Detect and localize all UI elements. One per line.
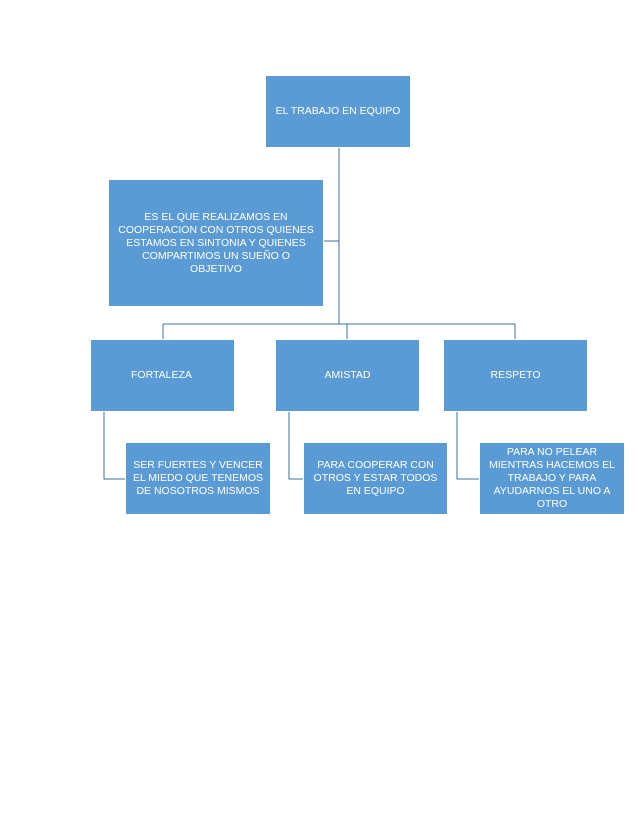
branch-node-fortaleza: FORTALEZA bbox=[90, 339, 235, 412]
assistant-node-label: ES EL QUE REALIZAMOS EN COOPERACION CON … bbox=[118, 210, 314, 275]
connector-detail-amistad bbox=[288, 411, 304, 480]
branch-node-amistad-label: AMISTAD bbox=[324, 369, 371, 381]
branch-node-amistad: AMISTAD bbox=[275, 339, 420, 412]
connector-detail-respeto bbox=[456, 411, 480, 480]
detail-node-respeto: PARA NO PELEAR MIENTRAS HACEMOS EL TRABA… bbox=[479, 442, 625, 515]
detail-node-amistad: PARA COOPERAR CON OTROS Y ESTAR TODOS EN… bbox=[303, 442, 448, 515]
connector-detail-fortaleza bbox=[103, 411, 126, 480]
branch-node-respeto-label: RESPETO bbox=[490, 369, 541, 381]
detail-node-fortaleza: SER FUERTES Y VENCER EL MIEDO QUE TENEMO… bbox=[125, 442, 271, 515]
detail-node-fortaleza-label: SER FUERTES Y VENCER EL MIEDO QUE TENEMO… bbox=[132, 459, 264, 497]
detail-node-amistad-label: PARA COOPERAR CON OTROS Y ESTAR TODOS EN… bbox=[313, 459, 438, 497]
branch-node-respeto: RESPETO bbox=[443, 339, 588, 412]
assistant-node: ES EL QUE REALIZAMOS EN COOPERACION CON … bbox=[108, 179, 324, 307]
branch-node-fortaleza-label: FORTALEZA bbox=[131, 369, 192, 381]
root-node-label: EL TRABAJO EN EQUIPO bbox=[275, 105, 401, 117]
root-node: EL TRABAJO EN EQUIPO bbox=[265, 75, 411, 148]
detail-node-respeto-label: PARA NO PELEAR MIENTRAS HACEMOS EL TRABA… bbox=[488, 446, 616, 510]
